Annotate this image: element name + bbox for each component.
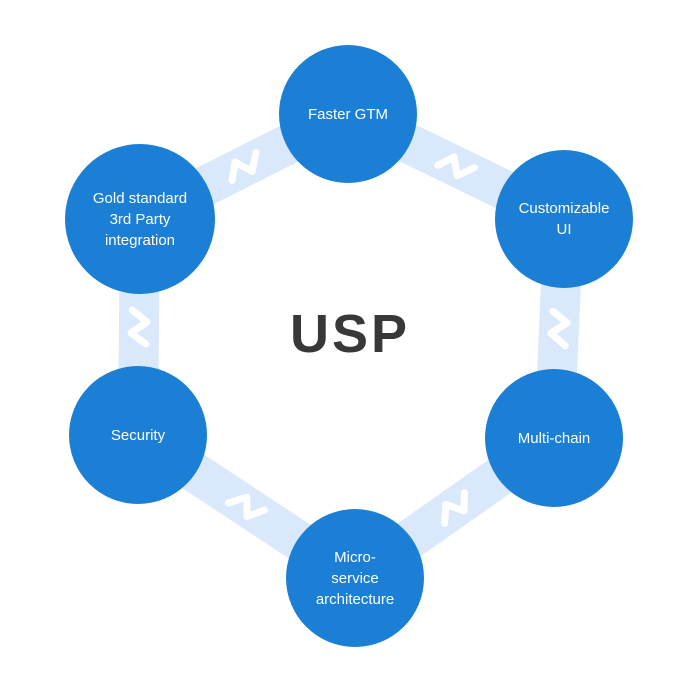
node-label: Micro- service architecture (315, 548, 395, 608)
node-label: Faster GTM (307, 105, 388, 123)
node-customizable-ui: Customizable UI (495, 150, 633, 288)
connector-break-icon (228, 149, 260, 184)
node-security: Security (69, 366, 207, 504)
node-gold-standard-3rd-party-integration: Gold standard 3rd Party integration (65, 144, 215, 294)
node-multi-chain: Multi-chain (485, 369, 623, 507)
connector-break-icon (127, 306, 151, 348)
node-label: Security (110, 426, 166, 444)
node-label: Gold standard 3rd Party integration (92, 189, 188, 249)
connector-break-icon (547, 307, 571, 350)
connector-break-icon (441, 488, 468, 528)
node-label: Customizable UI (518, 200, 610, 238)
node-micro-service-architecture: Micro- service architecture (286, 509, 424, 647)
diagram-title: USP (289, 304, 411, 364)
node-label: Multi-chain (517, 429, 591, 447)
connector-break-icon (224, 493, 269, 520)
connector-break-icon (434, 153, 478, 180)
node-faster-gtm: Faster GTM (279, 45, 417, 183)
